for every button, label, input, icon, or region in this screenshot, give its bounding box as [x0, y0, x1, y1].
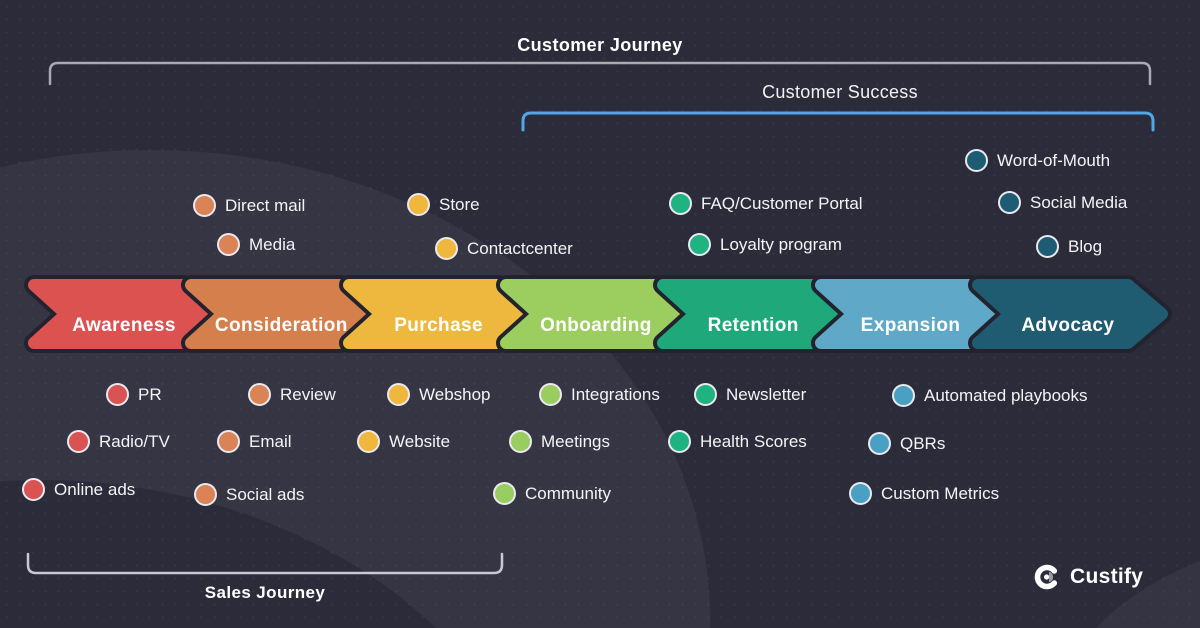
touchpoint-dot — [694, 383, 717, 406]
touchpoint-direct-mail: Direct mail — [193, 194, 305, 217]
touchpoint-dot — [435, 237, 458, 260]
touchpoint-automated-playbooks: Automated playbooks — [892, 384, 1088, 407]
touchpoint-dot — [194, 483, 217, 506]
touchpoint-label: Radio/TV — [99, 431, 170, 451]
touchpoint-label: Contactcenter — [467, 238, 573, 258]
touchpoint-online-ads: Online ads — [22, 478, 135, 501]
custify-logo: Custify — [1033, 563, 1143, 591]
touchpoint-label: FAQ/Customer Portal — [701, 193, 863, 213]
touchpoint-dot — [493, 482, 516, 505]
touchpoint-website: Website — [357, 430, 450, 453]
stage-label-purchase: Purchase — [394, 315, 483, 336]
touchpoint-dot — [217, 430, 240, 453]
touchpoint-dot — [965, 149, 988, 172]
touchpoint-newsletter: Newsletter — [694, 383, 806, 406]
touchpoint-email: Email — [217, 430, 292, 453]
touchpoint-label: Newsletter — [726, 384, 807, 404]
stage-label-onboarding: Onboarding — [540, 315, 652, 336]
touchpoint-dot — [193, 194, 216, 217]
touchpoint-contactcenter: Contactcenter — [435, 237, 573, 260]
touchpoint-label: Community — [525, 483, 611, 503]
touchpoint-dot — [892, 384, 915, 407]
touchpoint-integrations: Integrations — [539, 383, 660, 406]
touchpoint-dot — [668, 430, 691, 453]
touchpoint-dot — [357, 430, 380, 453]
touchpoint-dot — [407, 193, 430, 216]
touchpoint-label: Review — [280, 384, 336, 404]
touchpoint-word-of-mouth: Word-of-Mouth — [965, 149, 1110, 172]
touchpoint-dot — [106, 383, 129, 406]
customer-success-title: Customer Success — [762, 82, 918, 102]
touchpoint-label: Website — [389, 431, 451, 451]
touchpoint-store: Store — [407, 193, 480, 216]
stage-label-retention: Retention — [707, 315, 799, 336]
stage-label-expansion: Expansion — [860, 315, 961, 336]
touchpoint-dot — [868, 432, 891, 455]
touchpoint-review: Review — [248, 383, 336, 406]
touchpoint-label: Health Scores — [700, 431, 807, 451]
touchpoint-label: Meetings — [541, 431, 610, 451]
touchpoint-meetings: Meetings — [509, 430, 610, 453]
touchpoint-dot — [998, 191, 1021, 214]
touchpoint-label: PR — [138, 384, 162, 404]
touchpoint-media: Media — [217, 233, 295, 256]
stage-arrow-advocacy — [967, 275, 1172, 353]
stage-label-consideration: Consideration — [214, 315, 348, 336]
touchpoint-label: Email — [249, 431, 292, 451]
touchpoint-dot — [248, 383, 271, 406]
touchpoint-social-ads: Social ads — [194, 483, 304, 506]
touchpoint-label: Loyalty program — [720, 234, 842, 254]
sales-journey-title: Sales Journey — [204, 583, 326, 602]
touchpoint-dot — [688, 233, 711, 256]
custify-logo-icon — [1034, 564, 1058, 590]
touchpoint-blog: Blog — [1036, 235, 1102, 258]
touchpoint-dot — [22, 478, 45, 501]
touchpoint-label: Social ads — [226, 484, 305, 504]
touchpoint-label: Integrations — [571, 384, 660, 404]
touchpoint-label: QBRs — [900, 433, 946, 453]
touchpoint-health-scores: Health Scores — [668, 430, 807, 453]
touchpoint-dot — [67, 430, 90, 453]
touchpoint-label: Custom Metrics — [881, 483, 1000, 503]
touchpoint-label: Online ads — [54, 479, 136, 499]
touchpoint-faq-customer-portal: FAQ/Customer Portal — [669, 192, 863, 215]
touchpoint-label: Direct mail — [225, 195, 306, 215]
touchpoint-label: Blog — [1068, 236, 1103, 256]
touchpoint-custom-metrics: Custom Metrics — [849, 482, 999, 505]
touchpoint-pr: PR — [106, 383, 162, 406]
touchpoint-dot — [217, 233, 240, 256]
touchpoint-dot — [849, 482, 872, 505]
touchpoint-label: Automated playbooks — [924, 385, 1088, 405]
touchpoint-radio-tv: Radio/TV — [67, 430, 170, 453]
touchpoint-dot — [539, 383, 562, 406]
custify-logo-text: Custify — [1070, 565, 1144, 588]
touchpoint-label: Media — [249, 234, 296, 254]
touchpoint-qbrs: QBRs — [868, 432, 945, 455]
touchpoint-community: Community — [493, 482, 611, 505]
touchpoint-dot — [387, 383, 410, 406]
touchpoint-dot — [509, 430, 532, 453]
stage-label-awareness: Awareness — [72, 315, 176, 336]
touchpoint-dot — [1036, 235, 1059, 258]
touchpoint-label: Word-of-Mouth — [997, 150, 1111, 170]
touchpoint-dot — [669, 192, 692, 215]
touchpoint-label: Webshop — [419, 384, 491, 404]
touchpoint-label: Social Media — [1030, 192, 1128, 212]
touchpoint-social-media: Social Media — [998, 191, 1127, 214]
stage-label-advocacy: Advocacy — [1021, 315, 1115, 336]
touchpoint-loyalty-program: Loyalty program — [688, 233, 842, 256]
customer-journey-title: Customer Journey — [517, 35, 683, 55]
touchpoint-webshop: Webshop — [387, 383, 491, 406]
touchpoint-label: Store — [439, 194, 480, 214]
